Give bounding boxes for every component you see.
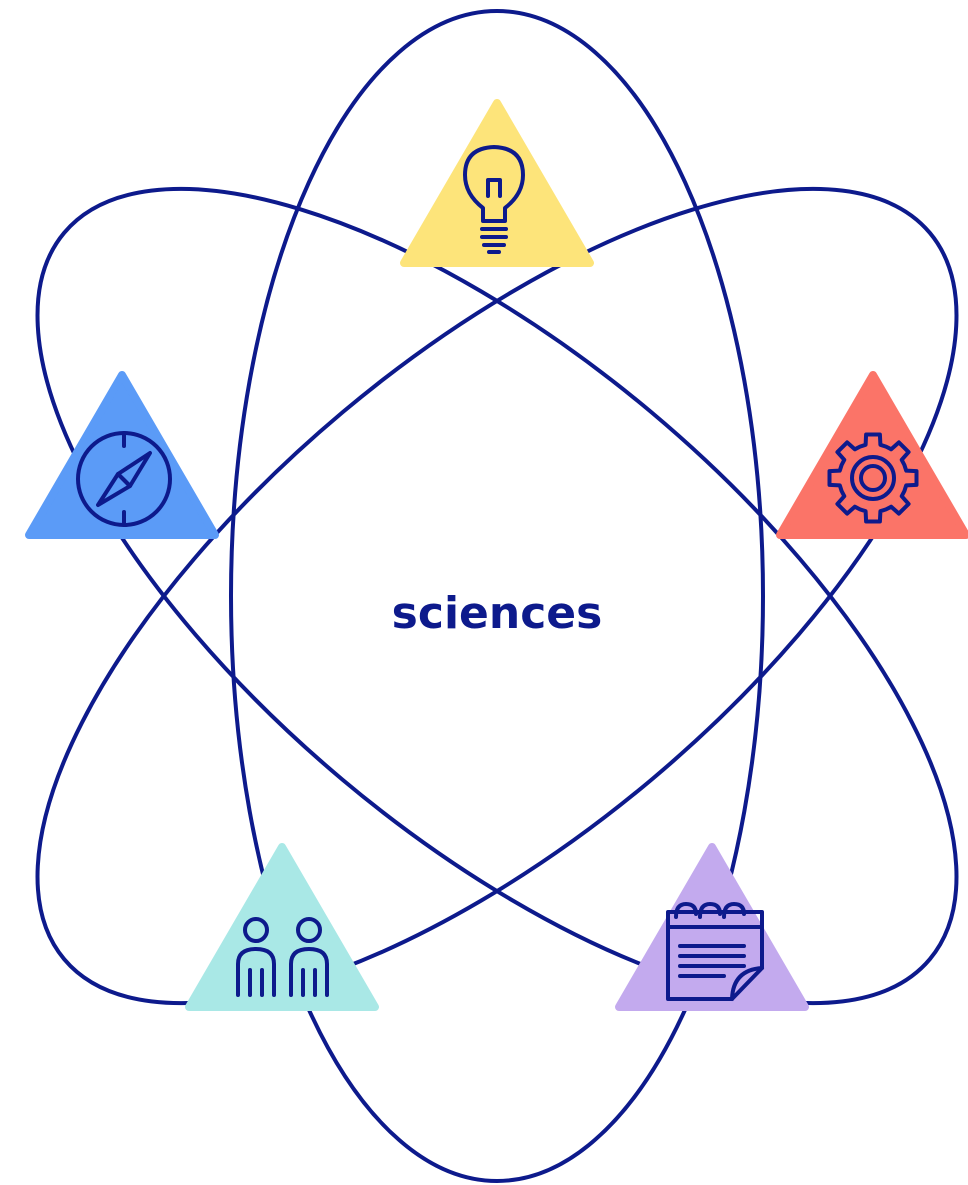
compass-triangle xyxy=(25,371,219,539)
orbit-diagonal-up xyxy=(35,186,959,1006)
notepad-node xyxy=(615,843,809,1011)
orbits xyxy=(35,9,959,1183)
people-icon xyxy=(236,917,329,997)
gear-icon xyxy=(827,432,919,524)
compass-node xyxy=(25,371,219,539)
notepad-icon xyxy=(666,902,764,1001)
lightbulb-triangle xyxy=(400,99,594,267)
compass-icon xyxy=(76,431,172,527)
gear-node xyxy=(776,371,968,539)
orbit-diagonal-down xyxy=(35,186,959,1006)
orbit-vertical xyxy=(229,9,765,1183)
lightbulb-icon xyxy=(463,145,525,254)
people-triangle xyxy=(185,843,379,1011)
lightbulb-node xyxy=(400,99,594,267)
center-label: sciences xyxy=(392,588,603,639)
people-node xyxy=(185,843,379,1011)
